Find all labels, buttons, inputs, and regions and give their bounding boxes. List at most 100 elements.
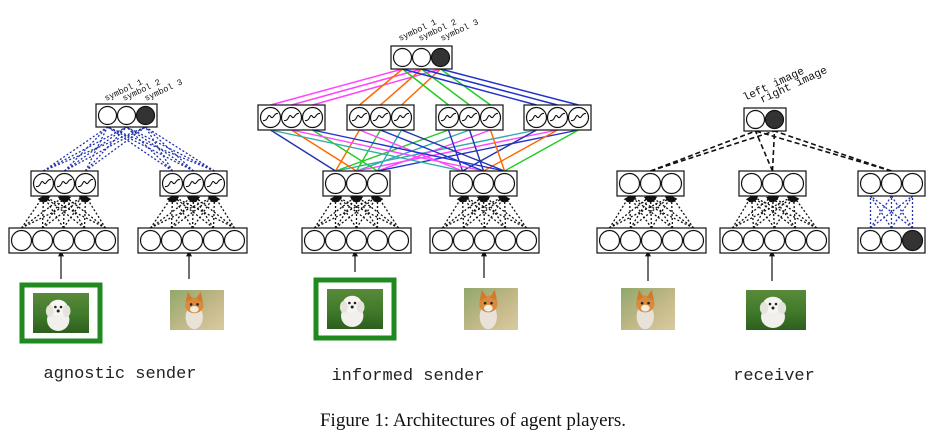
connection-line (190, 195, 197, 229)
unit (366, 229, 389, 252)
connection-line (126, 126, 194, 172)
connection-line (750, 195, 817, 229)
connection-line (732, 195, 795, 229)
sigmoid-glyph (77, 178, 94, 188)
connection-line (42, 195, 87, 229)
connection-line (401, 129, 505, 172)
connection-line (482, 195, 527, 229)
connection-line (748, 195, 756, 229)
connection-line (40, 195, 47, 229)
connection-line (483, 129, 558, 172)
sigmoid-glyph (206, 178, 223, 188)
connection-line (84, 126, 109, 172)
connection-line (421, 68, 470, 106)
unit (640, 229, 663, 252)
active-unit (430, 47, 451, 68)
connection-line (107, 126, 173, 172)
unit (742, 229, 765, 252)
connection-line (43, 126, 146, 172)
sigmoid-glyph (351, 112, 368, 122)
connection-line (501, 195, 508, 229)
connection-line (64, 126, 127, 172)
connection-line (609, 195, 652, 229)
connection-line (463, 195, 506, 229)
unit (324, 229, 347, 252)
unit (53, 172, 76, 195)
connection-line (84, 195, 107, 229)
connection-line (480, 195, 487, 229)
connection-line (376, 195, 400, 229)
unit (784, 229, 807, 252)
sigmoid-glyph (393, 112, 410, 122)
connection-line (171, 195, 214, 229)
kitten-image (170, 290, 224, 330)
connection-line (400, 68, 442, 106)
connection-line (191, 195, 216, 229)
connection-line (769, 195, 777, 229)
unit (598, 229, 621, 252)
connection-line (442, 195, 485, 229)
connection-line (731, 195, 753, 229)
sigmoid-glyph (164, 178, 181, 188)
unit (345, 229, 368, 252)
sigmoid-glyph (262, 112, 279, 122)
sigmoid-glyph (185, 178, 202, 188)
active-unit (901, 229, 924, 252)
unit (661, 229, 684, 252)
connection-line (41, 195, 66, 229)
connection-line (312, 129, 505, 172)
connection-line (21, 195, 66, 229)
connection-line (650, 130, 756, 172)
connection-line (192, 195, 235, 229)
connection-line (107, 126, 215, 172)
connection-line (270, 129, 463, 172)
unit (745, 109, 766, 130)
connection-line (628, 195, 673, 229)
connection-line (504, 129, 579, 172)
white-puppy-image (746, 290, 806, 330)
connection-line (85, 126, 127, 172)
connection-line (149, 195, 174, 229)
connection-line (313, 195, 337, 229)
unit (32, 172, 55, 195)
connection-line (755, 130, 892, 172)
connection-line (647, 195, 654, 229)
unit (805, 229, 828, 252)
unit (761, 172, 784, 195)
sigmoid-glyph (461, 112, 478, 122)
unit (494, 229, 517, 252)
connection-line (790, 195, 798, 229)
connection-line (213, 195, 236, 229)
connection-line (468, 129, 485, 172)
figure-caption: Figure 1: Architectures of agent players… (320, 410, 626, 431)
unit (880, 229, 903, 252)
connection-line (291, 129, 484, 172)
unit (660, 172, 683, 195)
unit (97, 105, 118, 126)
unit (431, 229, 454, 252)
sigmoid-glyph (549, 112, 566, 122)
receiver-label: receiver (733, 367, 815, 386)
connection-line (145, 126, 215, 172)
unit (160, 229, 183, 252)
sigmoid-glyph (56, 178, 73, 188)
unit (437, 106, 460, 129)
unit (721, 229, 744, 252)
connection-line (171, 195, 216, 229)
unit (880, 172, 903, 195)
connection-line (169, 195, 176, 229)
connection-line (42, 195, 85, 229)
kitten-image (621, 288, 675, 330)
informed-sender-label: informed sender (331, 367, 484, 386)
unit (280, 106, 303, 129)
connection-line (314, 195, 358, 229)
connection-line (380, 129, 484, 172)
agnostic-symbol-labels: symbol 1 symbol 2 symbol 3 (103, 77, 184, 103)
connection-line (359, 68, 403, 106)
unit (473, 229, 496, 252)
connection-line (442, 195, 506, 229)
unit (763, 229, 786, 252)
unit (682, 229, 705, 252)
connection-line (150, 195, 195, 229)
